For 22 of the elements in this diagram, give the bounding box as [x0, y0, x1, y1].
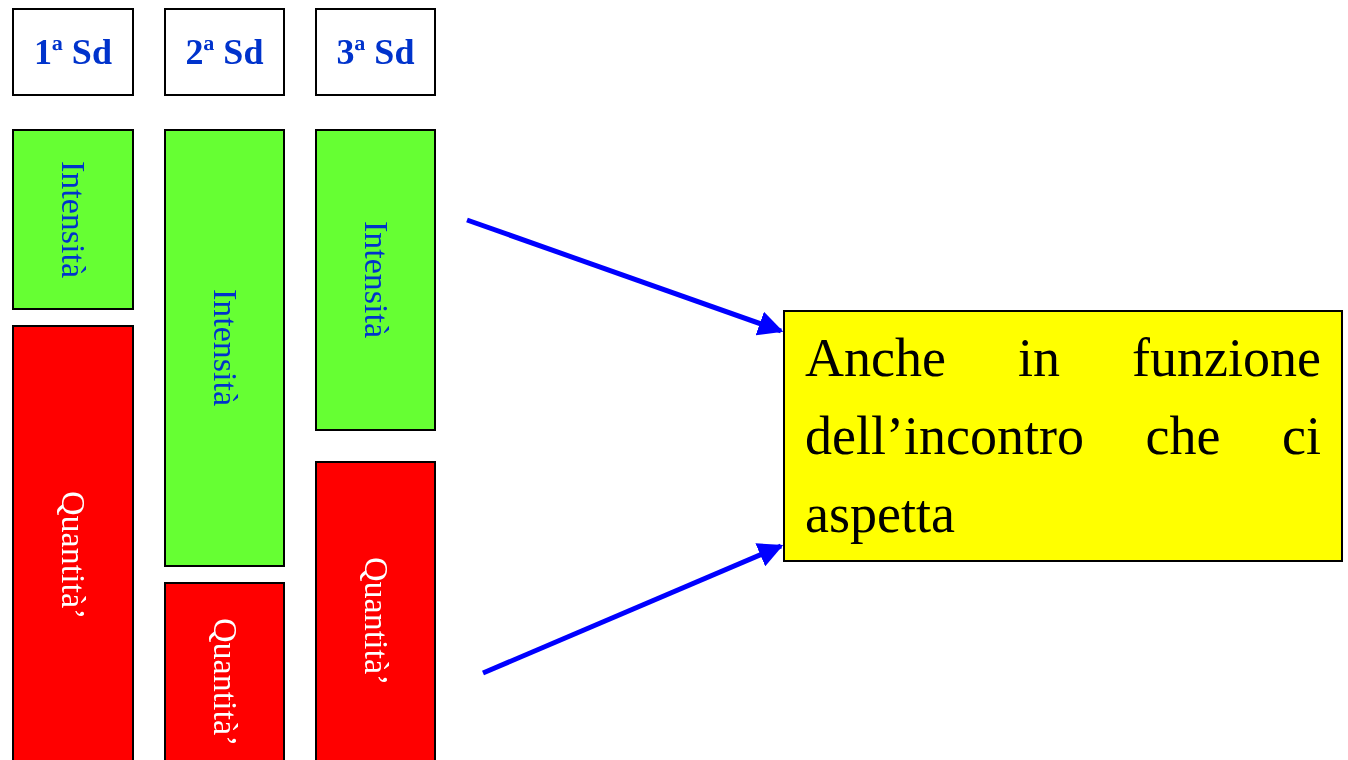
vertical-label: Quantità’	[356, 556, 395, 686]
intensity-bar	[315, 129, 436, 431]
vertical-label: Quantità’	[205, 617, 244, 747]
header-box	[315, 8, 436, 96]
note-text: Anche in funzione dell’incontro che ci aspetta	[804, 326, 1322, 547]
arrow	[482, 543, 784, 676]
arrow	[466, 217, 784, 336]
vertical-label: Quantità’	[54, 490, 92, 620]
intensity-bar	[12, 129, 134, 310]
quantity-bar	[315, 461, 436, 760]
quantity-bar	[12, 325, 134, 760]
quantity-bar	[164, 582, 285, 760]
column-header: 3ª Sd	[336, 31, 415, 73]
vertical-label: Intensità	[356, 221, 395, 339]
vertical-label: Intensità	[205, 289, 244, 407]
column-header: 1ª Sd	[34, 31, 112, 73]
column-header: 2ª Sd	[185, 31, 264, 73]
header-box	[164, 8, 285, 96]
vertical-label: Intensità	[54, 160, 92, 279]
intensity-bar	[164, 129, 285, 567]
note-box	[783, 310, 1343, 562]
header-box	[12, 8, 134, 96]
